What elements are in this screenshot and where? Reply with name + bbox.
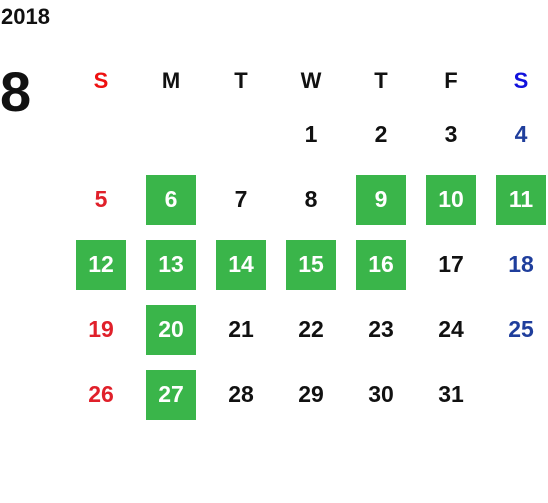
day-cell-highlighted[interactable]: 16 xyxy=(356,239,406,290)
day-cell xyxy=(136,102,206,167)
day-cell[interactable]: 22 xyxy=(298,316,324,342)
day-cell[interactable]: 3 xyxy=(444,121,458,147)
weekday-header-sunday: S xyxy=(93,68,109,93)
day-cell-highlighted[interactable]: 27 xyxy=(146,369,196,420)
day-cell-highlighted[interactable]: 13 xyxy=(146,239,196,290)
weekday-header-tuesday: T xyxy=(234,68,248,93)
day-cell[interactable]: 19 xyxy=(88,316,114,342)
day-cell-highlighted[interactable]: 12 xyxy=(76,239,126,290)
weekday-header-saturday: S xyxy=(513,68,529,93)
day-cell[interactable]: 29 xyxy=(298,381,324,407)
day-cell[interactable]: 2 xyxy=(374,121,388,147)
day-cell[interactable]: 23 xyxy=(368,316,394,342)
day-cell xyxy=(66,102,136,167)
day-cell[interactable]: 24 xyxy=(438,316,464,342)
day-cell[interactable]: 4 xyxy=(514,121,528,147)
day-cell[interactable]: 18 xyxy=(508,251,534,277)
day-cell[interactable]: 7 xyxy=(234,186,248,212)
day-cell-highlighted[interactable]: 9 xyxy=(356,174,406,225)
day-cell-highlighted[interactable]: 15 xyxy=(286,239,336,290)
day-cell[interactable]: 31 xyxy=(438,381,464,407)
month-label: 8 xyxy=(0,60,32,123)
day-cell-highlighted[interactable]: 10 xyxy=(426,174,476,225)
calendar-grid: S M T W T F S 1 2 3 4 5 6 7 8 9 10 11 12… xyxy=(66,60,548,427)
day-cell[interactable]: 25 xyxy=(508,316,534,342)
day-cell xyxy=(486,362,548,427)
year-label: 2018 xyxy=(1,4,50,29)
day-cell-highlighted[interactable]: 11 xyxy=(496,174,546,225)
day-cell xyxy=(206,102,276,167)
day-cell[interactable]: 26 xyxy=(88,381,114,407)
day-cell[interactable]: 28 xyxy=(228,381,254,407)
day-cell-highlighted[interactable]: 14 xyxy=(216,239,266,290)
day-cell[interactable]: 8 xyxy=(304,186,318,212)
day-cell[interactable]: 17 xyxy=(438,251,464,277)
weekday-header-thursday: T xyxy=(374,68,388,93)
day-cell[interactable]: 21 xyxy=(228,316,254,342)
day-cell-highlighted[interactable]: 20 xyxy=(146,304,196,355)
day-cell-highlighted[interactable]: 6 xyxy=(146,174,196,225)
day-cell[interactable]: 1 xyxy=(304,121,318,147)
weekday-header-monday: M xyxy=(161,68,181,93)
day-cell[interactable]: 30 xyxy=(368,381,394,407)
weekday-header-wednesday: W xyxy=(300,68,322,93)
weekday-header-friday: F xyxy=(444,68,458,93)
day-cell[interactable]: 5 xyxy=(94,186,108,212)
